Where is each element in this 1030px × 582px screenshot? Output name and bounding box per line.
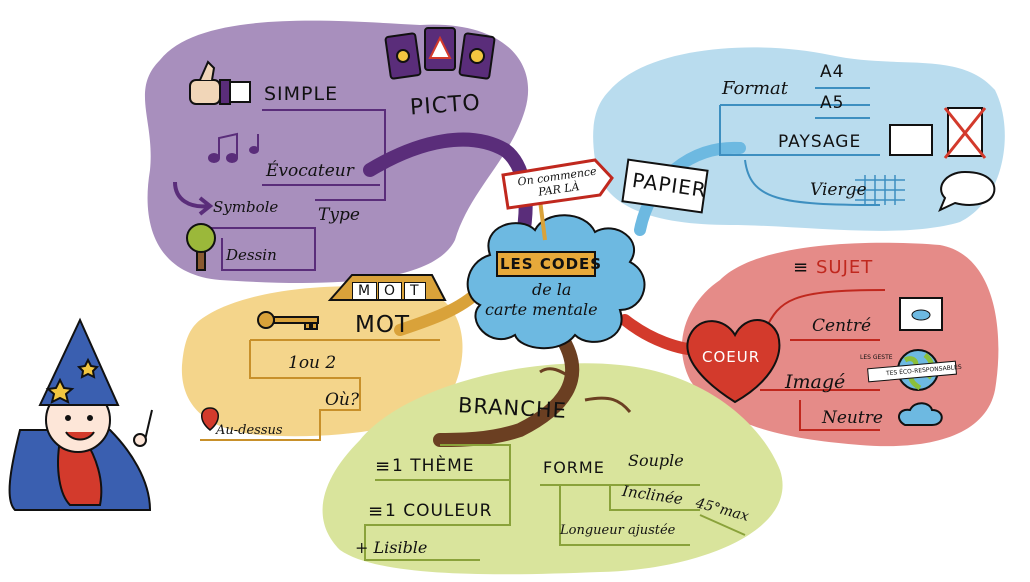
mot-zone xyxy=(181,286,463,437)
picto-cards xyxy=(384,27,496,80)
mot-title: MOT xyxy=(355,312,410,338)
branche-lines xyxy=(364,444,746,561)
title-label-bg xyxy=(496,251,596,277)
tree-icon xyxy=(186,223,216,271)
picto-simple: SIMPLE xyxy=(264,83,339,105)
thumbs-up-icon xyxy=(189,60,251,105)
branche-longueur: Longueur ajustée xyxy=(560,523,676,538)
branche-souple: Souple xyxy=(628,451,684,470)
picto-title: PICTO xyxy=(409,90,482,121)
picto-type: Type xyxy=(318,205,360,225)
start-sign xyxy=(501,158,614,210)
grid-icon xyxy=(855,175,905,205)
arrow-icon xyxy=(173,181,214,216)
picto-symbole: Symbole xyxy=(213,198,279,216)
papier-sign xyxy=(621,158,709,214)
globe-icon xyxy=(867,349,957,391)
globe-text-1: LES GESTE xyxy=(860,354,893,361)
couleur-icon: ≡ xyxy=(368,501,384,522)
theme-icon: ≡ xyxy=(375,456,391,477)
papier-paysage: PAYSAGE xyxy=(778,132,862,152)
picto-lines xyxy=(210,109,386,271)
branche-forme: FORME xyxy=(543,458,605,477)
branche-theme: 1 THÈME xyxy=(392,456,475,476)
wizard-mascot xyxy=(8,317,153,511)
coeur-sujet: SUJET xyxy=(816,257,874,278)
mot-position: Au-dessus xyxy=(216,423,283,438)
landscape-sheet-icon xyxy=(889,124,933,156)
framed-cloud-icon xyxy=(899,297,943,331)
trunk xyxy=(433,328,580,447)
papier-a4: A4 xyxy=(820,62,845,82)
coeur-zone xyxy=(681,242,999,447)
branche-lisible: + Lisible xyxy=(355,538,428,557)
coeur-lines xyxy=(760,289,886,431)
branche-title: BRANCHE xyxy=(457,393,568,423)
papier-format: Format xyxy=(722,78,788,99)
mot-block-m: M xyxy=(352,282,378,300)
papier-vierge: Vierge xyxy=(810,180,867,200)
mot-count: 1ou 2 xyxy=(288,353,337,373)
papier-a5: A5 xyxy=(820,93,845,113)
coeur-centre: Centré xyxy=(812,316,872,336)
leaf-branch xyxy=(539,367,632,413)
crossed-portrait-sheet-icon xyxy=(943,107,987,159)
coeur-image: Imagé xyxy=(785,371,846,393)
center-cloud xyxy=(466,214,646,350)
picto-dessin: Dessin xyxy=(226,246,277,264)
location-pin-icon xyxy=(201,407,219,431)
center-title: LES CODES xyxy=(500,255,603,273)
music-notes-icon xyxy=(208,132,259,163)
mot-where: Où? xyxy=(325,390,359,410)
cloud-icon xyxy=(898,402,943,426)
branche-couleur: 1 COULEUR xyxy=(385,501,493,521)
key-icon xyxy=(257,311,319,330)
coeur-sujet-icon: ≡ xyxy=(793,257,809,278)
center-subtitle-1: de la xyxy=(532,280,572,299)
coeur-title: COEUR xyxy=(702,348,761,366)
branche-zone xyxy=(322,363,783,575)
picto-evocateur: Évocateur xyxy=(266,161,354,181)
coeur-neutre: Neutre xyxy=(822,408,883,428)
heart-icon xyxy=(686,319,781,404)
papier-lines xyxy=(719,87,881,206)
speech-bubble-icon xyxy=(938,170,996,212)
mot-block-t: T xyxy=(404,282,426,300)
mot-lines xyxy=(200,339,440,441)
center-subtitle-2: carte mentale xyxy=(485,300,598,319)
mot-block-o: O xyxy=(378,282,403,300)
